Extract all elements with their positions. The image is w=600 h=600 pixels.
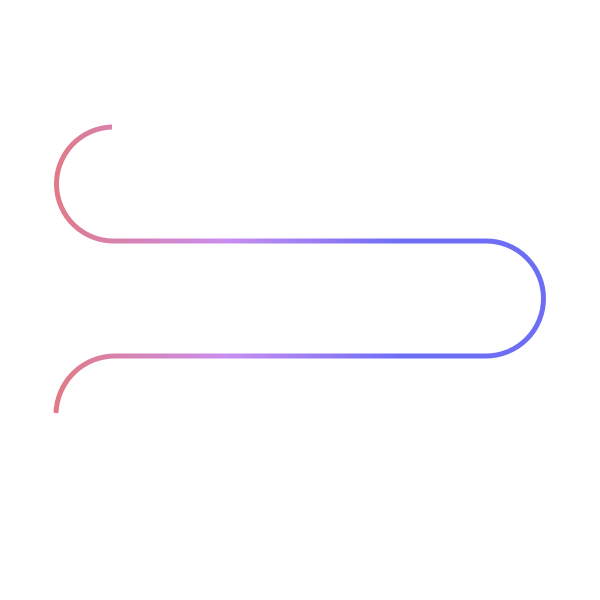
right-turn-arc xyxy=(485,238,546,359)
upper-hook-arc xyxy=(54,124,116,244)
lower-hook-arc xyxy=(53,353,116,414)
